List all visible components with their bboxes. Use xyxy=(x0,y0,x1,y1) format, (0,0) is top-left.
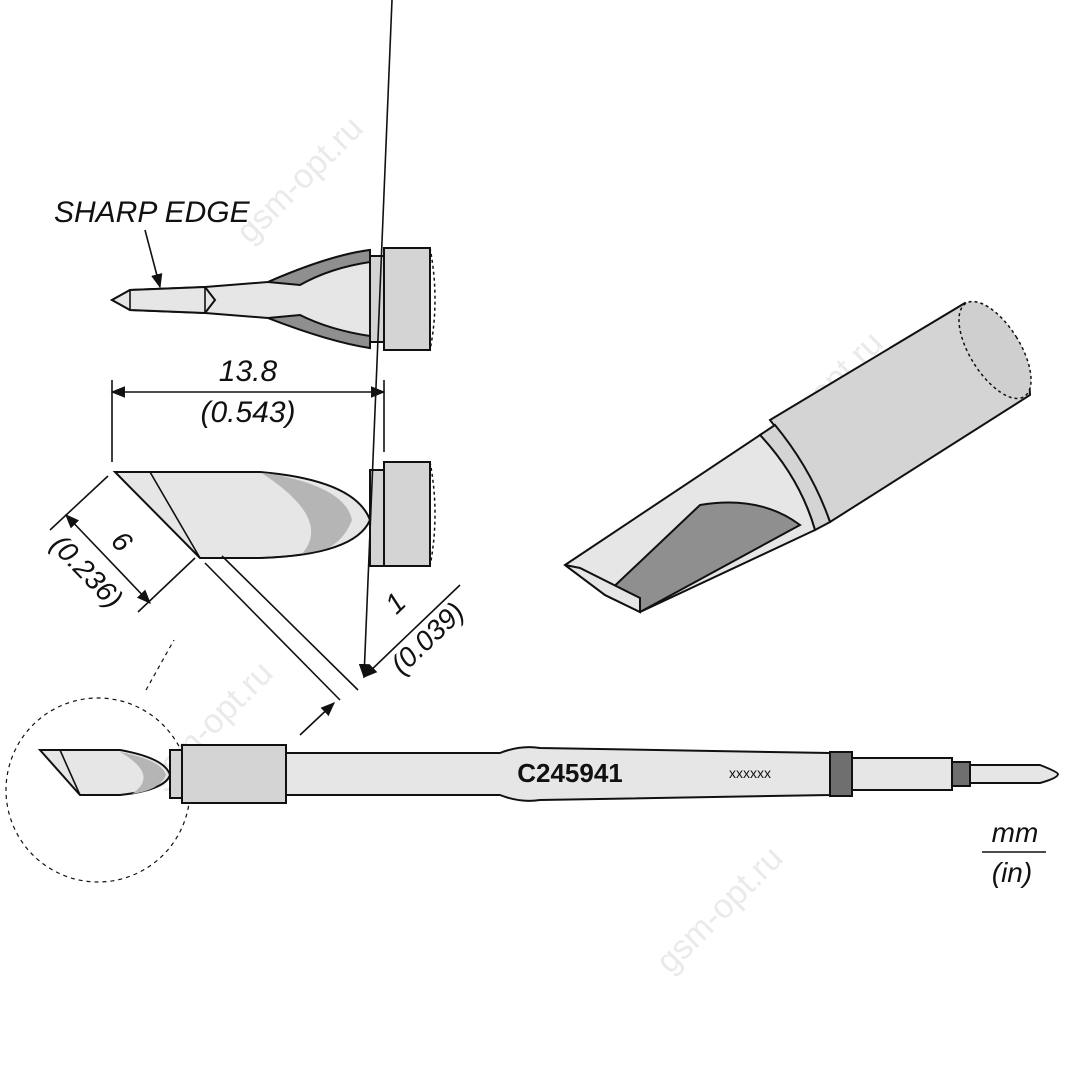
length-in-label: (0.543) xyxy=(200,396,295,429)
sharp-edge-label: SHARP EDGE xyxy=(54,196,251,229)
length-dimension: 13.8 (0.543) xyxy=(110,355,386,462)
length-mm-label: 13.8 xyxy=(219,355,278,388)
watermark-bottom: gsm-opt.ru xyxy=(649,839,791,981)
width-mm-label: 6 xyxy=(105,525,138,558)
units-legend: mm (in) xyxy=(982,817,1046,888)
tip-full-view: C245941 xxxxxx xyxy=(5,639,1060,883)
tip-3d-view xyxy=(563,300,1032,614)
watermark-top: gsm-opt.ru xyxy=(229,109,371,251)
unit-in-label: (in) xyxy=(992,857,1032,888)
sharp-edge-callout: SHARP EDGE xyxy=(54,196,251,289)
part-number-label: C245941 xyxy=(517,758,623,788)
serial-label: xxxxxx xyxy=(729,765,771,781)
thickness-mm-label: 1 xyxy=(379,587,412,620)
tip-side-view xyxy=(112,461,436,567)
unit-mm-label: mm xyxy=(992,817,1039,848)
tip-top-view xyxy=(109,247,436,351)
